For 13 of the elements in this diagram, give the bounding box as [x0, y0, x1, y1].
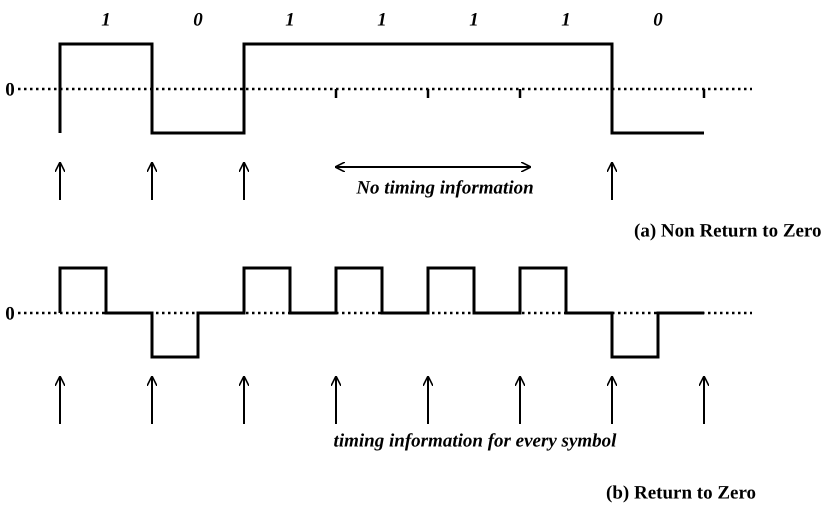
bit-value: 1 — [469, 10, 479, 30]
waveform-caption: (a) Non Return to Zero — [634, 222, 822, 240]
zero-level-label: 0 — [5, 80, 15, 100]
waveform-caption: (b) Return to Zero — [606, 484, 756, 502]
bit-value: 1 — [285, 10, 295, 30]
bit-value: 1 — [377, 10, 387, 30]
annotation-text: No timing information — [356, 178, 534, 198]
bit-value: 0 — [193, 10, 203, 30]
annotation-text: timing information for every symbol — [334, 432, 616, 450]
bit-value: 1 — [101, 10, 111, 30]
zero-level-label: 0 — [5, 304, 15, 324]
bit-value: 1 — [561, 10, 571, 30]
bit-value: 0 — [653, 10, 663, 30]
